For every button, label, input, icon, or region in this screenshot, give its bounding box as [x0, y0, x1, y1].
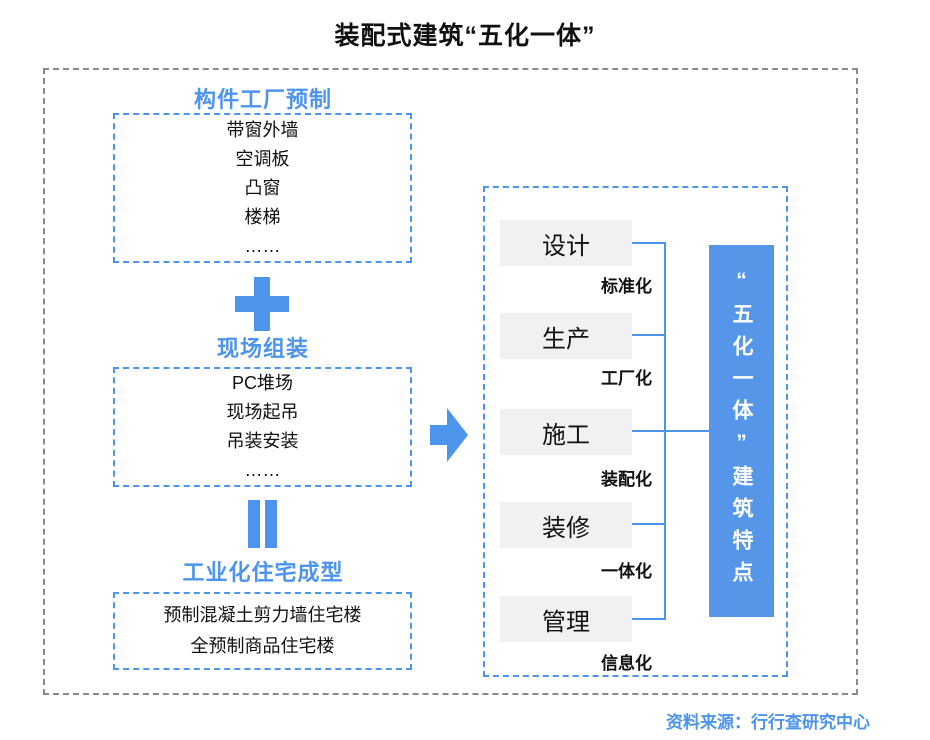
section-heading-site-assembly: 现场组装	[216, 336, 309, 361]
stage-box-management: 管理	[500, 596, 632, 642]
stage-box-design: 设计	[500, 220, 632, 266]
stage-tag-integration: 一体化	[601, 562, 652, 581]
source-note: 资料来源：行行查研究中心	[666, 713, 870, 732]
list-item: 带窗外墙	[226, 119, 299, 140]
list-item: ……	[244, 460, 281, 480]
connector-line	[632, 242, 665, 244]
list-item: 全预制商品住宅楼	[190, 636, 335, 656]
section-heading-industrialized-housing: 工业化住宅成型	[182, 560, 344, 585]
list-item: PC堆场	[231, 373, 293, 393]
arrow-right-icon	[430, 408, 468, 462]
stage-tag-standardization: 标准化	[601, 277, 652, 296]
connector-line	[632, 334, 665, 336]
equals-icon	[248, 500, 277, 548]
page-title: 装配式建筑“五化一体”	[334, 22, 596, 50]
stage-box-decoration: 装修	[500, 502, 632, 548]
plus-icon	[235, 277, 289, 331]
equals-bar	[248, 500, 260, 548]
equals-bar	[265, 500, 277, 548]
section-heading-factory-prefab: 构件工厂预制	[193, 87, 332, 112]
list-item: 楼梯	[244, 206, 281, 227]
list-item: 凸窗	[244, 177, 281, 198]
list-item: 空调板	[235, 148, 290, 169]
summary-blue-box: “五化一体”建筑特点	[709, 245, 774, 617]
connector-vertical-line	[664, 242, 666, 620]
arrow-head	[447, 408, 468, 462]
factory-prefab-box: 带窗外墙 空调板 凸窗 楼梯 ……	[113, 113, 412, 263]
industrialized-housing-box: 预制混凝土剪力墙住宅楼 全预制商品住宅楼	[113, 592, 412, 670]
site-assembly-box: PC堆场 现场起吊 吊装安装 ……	[113, 367, 412, 487]
arrow-stem	[430, 425, 448, 445]
connector-line	[632, 618, 665, 620]
stage-tag-assembly: 装配化	[601, 470, 652, 489]
connector-line	[632, 523, 665, 525]
list-item: 吊装安装	[226, 431, 299, 451]
stage-tag-information: 信息化	[601, 654, 652, 673]
plus-vertical-bar	[254, 277, 270, 331]
list-item: 预制混凝土剪力墙住宅楼	[163, 605, 362, 625]
connector-line	[632, 430, 709, 432]
stage-box-construction: 施工	[500, 409, 632, 455]
outer-dashed-frame	[43, 68, 858, 695]
stage-tag-factory: 工厂化	[601, 369, 652, 388]
list-item: 现场起吊	[226, 402, 299, 422]
right-dashed-frame	[483, 186, 788, 677]
stage-box-production: 生产	[500, 313, 632, 359]
list-item: ……	[244, 235, 281, 256]
